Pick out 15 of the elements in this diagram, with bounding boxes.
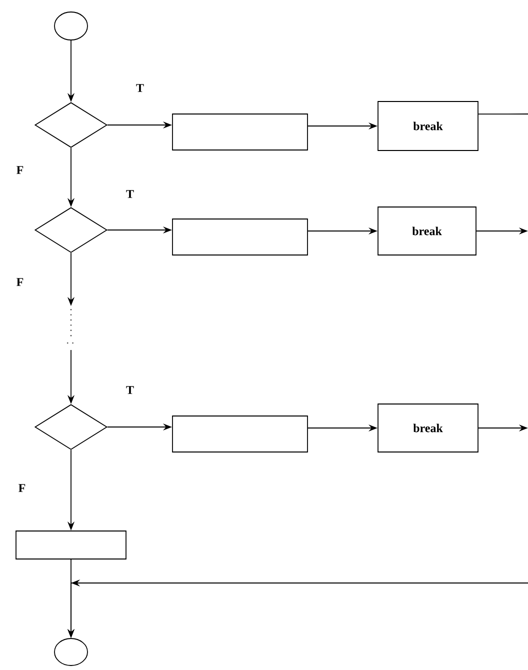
end-terminal xyxy=(54,638,88,666)
edge-label: T xyxy=(135,83,145,93)
start-terminal xyxy=(54,12,88,40)
edge-label: T xyxy=(125,385,135,395)
edge-label: F xyxy=(17,483,27,493)
process-box xyxy=(172,416,308,452)
edge-label: T xyxy=(125,189,135,199)
break-box: break xyxy=(378,404,478,452)
edge-label: F xyxy=(15,165,25,175)
process-box xyxy=(172,218,308,256)
break-box: break xyxy=(378,206,476,256)
process-box xyxy=(172,114,308,150)
process-box xyxy=(16,530,126,560)
edge-label: F xyxy=(15,277,25,287)
break-box: break xyxy=(378,101,478,151)
